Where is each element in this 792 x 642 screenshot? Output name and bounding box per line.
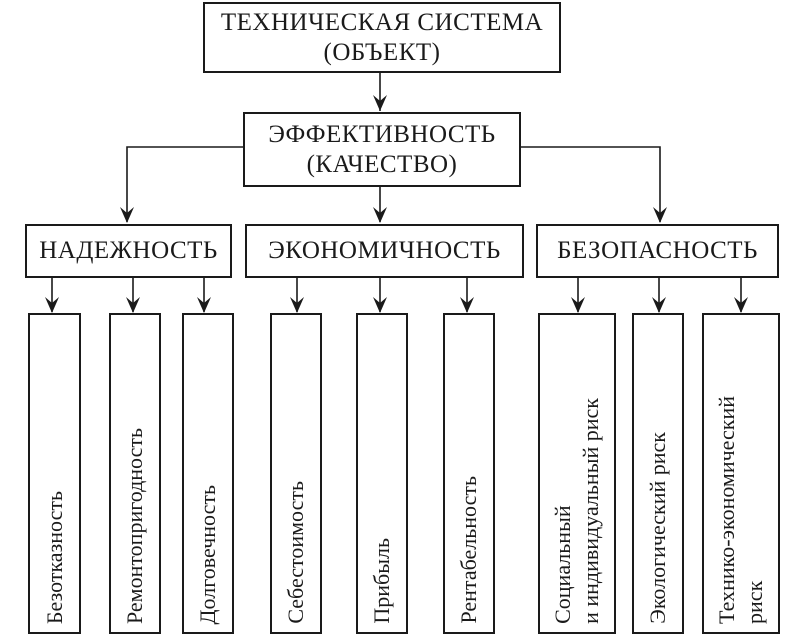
arrowhead-icon	[290, 297, 304, 313]
arrow-middle-to-safety	[520, 146, 661, 222]
item-label: Безотказность	[41, 490, 67, 624]
category-box-reliability: НАДЕЖНОСТЬ	[25, 224, 232, 278]
arrowhead-icon	[460, 297, 474, 313]
item-label: Рентабельность	[456, 476, 481, 624]
middle-title: ЭФФЕКТИВНОСТЬ	[268, 120, 496, 148]
arrowhead-icon	[652, 297, 666, 313]
arrowhead-icon	[126, 297, 140, 313]
item-label: Себестоимость	[283, 481, 308, 624]
item-label: Долговечность	[195, 484, 220, 624]
item-label: Технико-экономический риск	[714, 396, 767, 624]
root-box: ТЕХНИЧЕСКАЯ СИСТЕМА (ОБЪЕКТ)	[203, 2, 561, 73]
arrowhead-icon	[373, 297, 387, 313]
item-label: Прибыль	[369, 538, 394, 624]
item-label: Социальный и индивидуальный риск	[550, 398, 603, 624]
item-box: Долговечность	[182, 313, 234, 634]
item-box: Себестоимость	[270, 313, 322, 634]
arrowhead-icon	[571, 297, 585, 313]
item-box: Рентабельность	[443, 313, 495, 634]
arrowhead-icon	[653, 207, 667, 223]
arrowhead-icon	[197, 297, 211, 313]
item-label: Ремонтопригодность	[122, 427, 147, 624]
item-box: Социальный и индивидуальный риск	[538, 313, 616, 634]
arrow-middle-to-reliability	[126, 146, 243, 222]
category-box-economy: ЭКОНОМИЧНОСТЬ	[245, 224, 524, 278]
item-box: Безотказность	[28, 313, 81, 634]
item-box: Ремонтопригодность	[109, 313, 161, 634]
category-box-safety: БЕЗОПАСНОСТЬ	[536, 224, 779, 278]
arrowhead-icon	[734, 297, 748, 313]
item-box: Технико-экономический риск	[702, 313, 780, 634]
middle-subtitle: (КАЧЕСТВО)	[306, 150, 458, 178]
root-title: ТЕХНИЧЕСКАЯ СИСТЕМА	[220, 8, 544, 36]
arrowhead-icon	[373, 207, 387, 223]
middle-box: ЭФФЕКТИВНОСТЬ (КАЧЕСТВО)	[243, 112, 521, 187]
arrowhead-icon	[373, 95, 387, 111]
category-label: НАДЕЖНОСТЬ	[39, 237, 218, 264]
root-subtitle: (ОБЪЕКТ)	[323, 38, 441, 66]
arrowhead-icon	[120, 207, 134, 223]
item-box: Прибыль	[356, 313, 408, 634]
item-box: Экологический риск	[632, 313, 684, 634]
item-label: Экологический риск	[645, 432, 670, 624]
category-label: ЭКОНОМИЧНОСТЬ	[268, 237, 501, 264]
category-label: БЕЗОПАСНОСТЬ	[557, 237, 758, 264]
arrowhead-icon	[45, 297, 59, 313]
